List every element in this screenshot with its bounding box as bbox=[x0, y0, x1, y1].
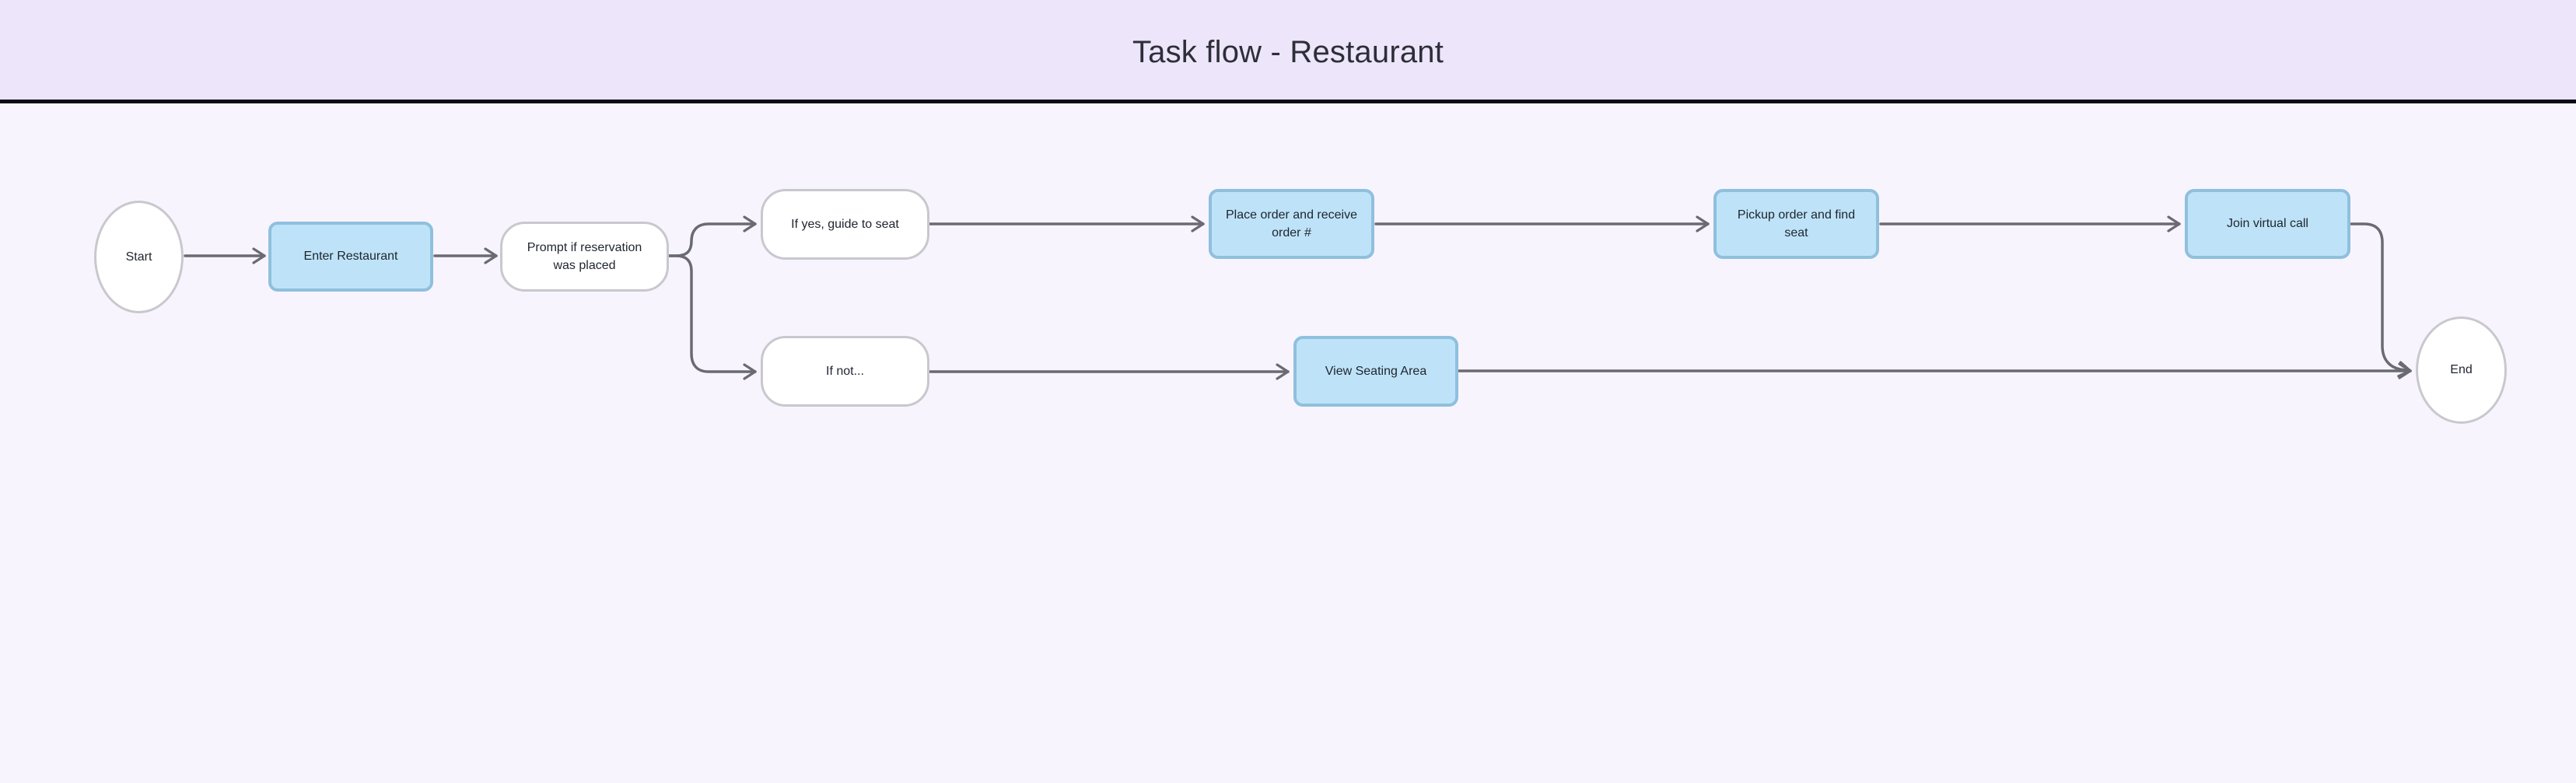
node-enter-restaurant[interactable]: Enter Restaurant bbox=[268, 222, 433, 292]
node-join-virtual-call[interactable]: Join virtual call bbox=[2185, 189, 2350, 259]
node-label: Place order and receive order # bbox=[1226, 208, 1357, 239]
section-header: Task flow - Restaurant bbox=[0, 0, 2576, 103]
node-label: Prompt if reservation was placed bbox=[527, 240, 642, 272]
node-end[interactable]: End bbox=[2416, 316, 2507, 424]
node-label: If yes, guide to seat bbox=[791, 217, 899, 231]
connector-prompt-to-ifyes[interactable] bbox=[667, 215, 757, 257]
node-label: If not... bbox=[826, 364, 864, 378]
node-prompt-reservation[interactable]: Prompt if reservation was placed bbox=[500, 222, 669, 292]
node-label: Start bbox=[125, 250, 152, 264]
node-label: End bbox=[2450, 363, 2473, 377]
node-if-not[interactable]: If not... bbox=[761, 336, 929, 407]
connector-join-to-end[interactable] bbox=[2350, 222, 2412, 378]
section-title[interactable]: Task flow - Restaurant bbox=[1132, 35, 1444, 69]
node-label: Join virtual call bbox=[2227, 217, 2308, 231]
connector-prompt-to-ifnot[interactable] bbox=[667, 254, 757, 380]
node-view-seating-area[interactable]: View Seating Area bbox=[1293, 336, 1458, 407]
node-start[interactable]: Start bbox=[94, 201, 184, 313]
node-label: Enter Restaurant bbox=[303, 250, 398, 264]
node-place-order[interactable]: Place order and receive order # bbox=[1209, 189, 1374, 259]
node-if-yes[interactable]: If yes, guide to seat bbox=[761, 189, 929, 260]
node-label: View Seating Area bbox=[1325, 364, 1427, 378]
node-label: Pickup order and find seat bbox=[1737, 208, 1856, 239]
node-pickup-order[interactable]: Pickup order and find seat bbox=[1713, 189, 1879, 259]
